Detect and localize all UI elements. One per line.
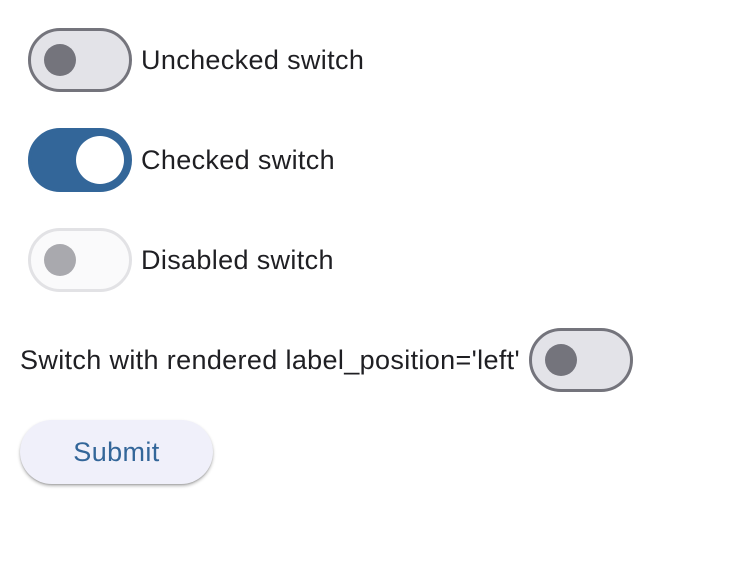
unchecked-switch-label: Unchecked switch [141, 44, 365, 75]
label-left-switch[interactable] [529, 328, 634, 392]
label-left-switch-label: Switch with rendered label_position='lef… [20, 344, 521, 375]
switch-thumb [44, 244, 76, 276]
switch-row-checked: Checked switch [28, 128, 335, 192]
switch-row-disabled: Disabled switch [28, 228, 334, 292]
switch-row-label-left: Switch with rendered label_position='lef… [20, 328, 634, 392]
switch-thumb [76, 136, 124, 184]
disabled-switch [28, 228, 132, 292]
switch-thumb [44, 44, 76, 76]
disabled-switch-label: Disabled switch [141, 244, 334, 275]
submit-button[interactable]: Submit [20, 420, 213, 484]
checked-switch[interactable] [28, 128, 132, 192]
unchecked-switch[interactable] [28, 28, 132, 92]
checked-switch-label: Checked switch [141, 144, 335, 175]
switch-row-unchecked: Unchecked switch [28, 28, 364, 92]
switch-thumb [545, 344, 578, 376]
